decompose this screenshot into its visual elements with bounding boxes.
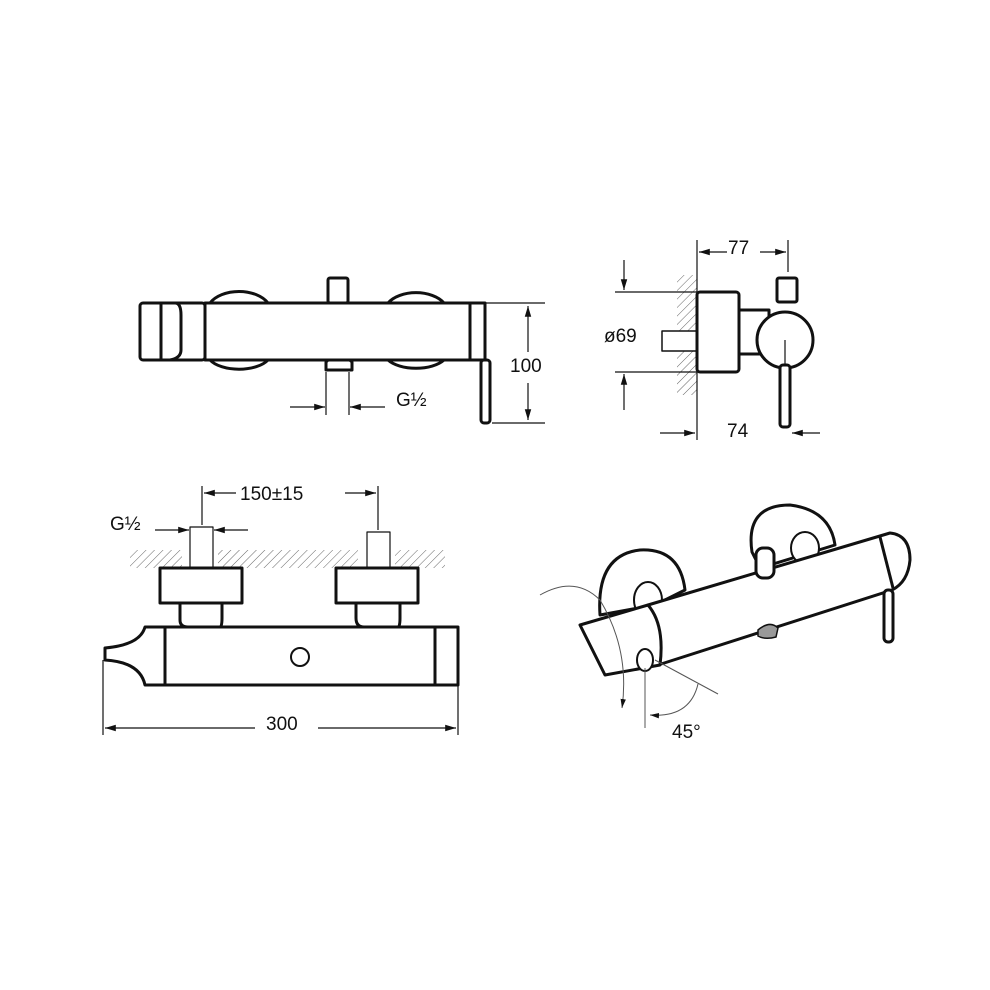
side-view: 77 ø69 74: [604, 238, 820, 442]
top-view: 100 G½: [138, 276, 545, 425]
height-dimension: 100: [510, 356, 542, 377]
front-view: 150±15 G½ 300: [102, 484, 460, 735]
length-dimension: 300: [266, 714, 298, 735]
lever-dimension: 74: [727, 421, 749, 442]
isometric-view: 45°: [539, 503, 912, 743]
inlet-spacing-dimension: 150±15: [240, 484, 303, 505]
inlet-thread-label: G½: [110, 514, 141, 535]
outlet-thread-label: G½: [396, 390, 427, 411]
rotation-angle-label: 45°: [672, 722, 701, 743]
rosette-diameter: ø69: [604, 326, 637, 347]
depth-dimension: 77: [728, 238, 749, 259]
